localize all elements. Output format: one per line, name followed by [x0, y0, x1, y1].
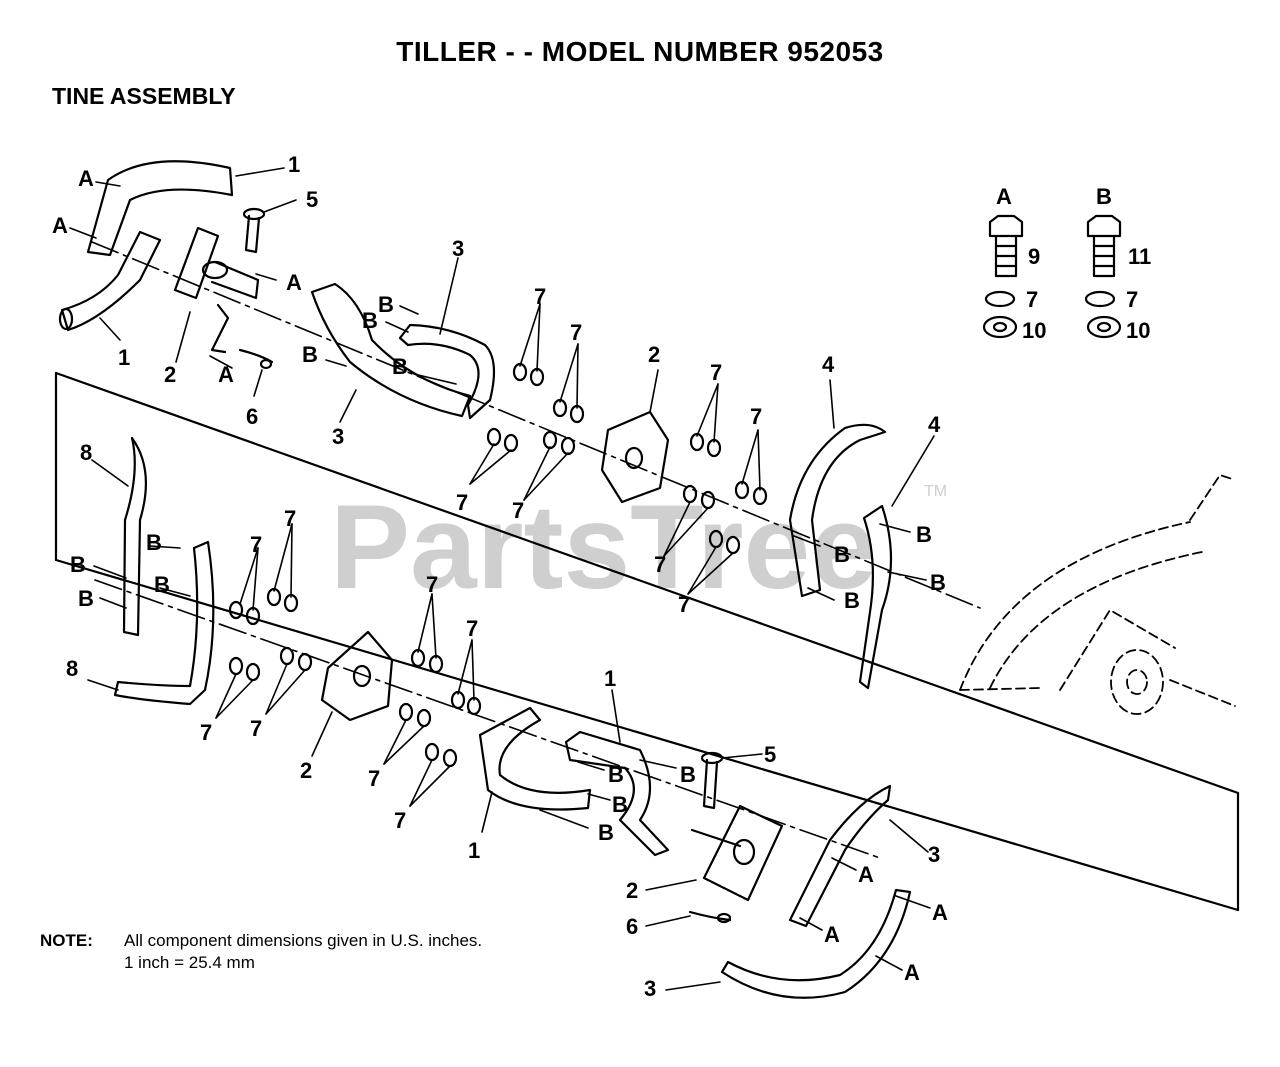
- callout-1: 1: [604, 666, 616, 691]
- callout-b: B: [598, 820, 614, 845]
- callout-7: 7: [512, 498, 524, 523]
- callout-7: 7: [466, 616, 478, 641]
- hairpin-6-lower: [688, 910, 732, 924]
- leader-lines: [87, 167, 935, 991]
- callout-2: 2: [164, 362, 176, 387]
- callout-7: 7: [284, 506, 296, 531]
- callout-a: A: [904, 960, 920, 985]
- page-title: TILLER - - MODEL NUMBER 952053: [396, 36, 884, 67]
- callout-3: 3: [928, 842, 940, 867]
- dimension-note: NOTE: All component dimensions given in U…: [40, 930, 482, 974]
- callout-6: 6: [246, 404, 258, 429]
- note-label: NOTE:: [40, 931, 93, 950]
- axis-line: [91, 241, 981, 859]
- clevis-pin-5-top-left: [242, 207, 266, 254]
- callout-2: 2: [626, 878, 638, 903]
- callout-4: 4: [822, 352, 835, 377]
- callout-7: 7: [426, 572, 438, 597]
- legend-a-washer: 7: [1026, 287, 1038, 312]
- callout-7: 7: [368, 766, 380, 791]
- callout-7: 7: [200, 720, 212, 745]
- callout-a: A: [78, 166, 94, 191]
- callout-b: B: [680, 762, 696, 787]
- callout-b: B: [70, 552, 86, 577]
- tine-part-3-lower-right: [720, 784, 912, 999]
- callout-8: 8: [66, 656, 78, 681]
- callout-a: A: [858, 862, 874, 887]
- callout-7: 7: [710, 360, 722, 385]
- callout-8: 8: [80, 440, 92, 465]
- callout-1: 1: [118, 345, 130, 370]
- callout-b: B: [78, 586, 94, 611]
- clevis-pin-5-lower: [700, 751, 724, 810]
- callout-b: B: [146, 530, 162, 555]
- callout-b: B: [362, 308, 378, 333]
- callout-a: A: [824, 922, 840, 947]
- mounting-plate-2-lower: [320, 630, 394, 722]
- callout-7: 7: [456, 490, 468, 515]
- callout-2: 2: [648, 342, 660, 367]
- legend-a-letter: A: [996, 184, 1012, 209]
- tine-part-1-lower: [478, 706, 670, 857]
- legend-b-bolt: 11: [1128, 244, 1151, 269]
- callout-7: 7: [250, 716, 262, 741]
- callout-3: 3: [644, 976, 656, 1001]
- section-title: TINE ASSEMBLY: [52, 83, 236, 109]
- callout-5: 5: [306, 187, 318, 212]
- callout-6: 6: [626, 914, 638, 939]
- callout-1: 1: [468, 838, 480, 863]
- callout-3: 3: [332, 424, 344, 449]
- note-line-1: All component dimensions given in U.S. i…: [124, 931, 483, 950]
- callout-7: 7: [534, 284, 546, 309]
- callout-b: B: [916, 522, 932, 547]
- callout-2: 2: [300, 758, 312, 783]
- callout-b: B: [834, 542, 850, 567]
- tine-part-1-top-left: [58, 160, 234, 332]
- hardware-legend: A B 9 11 7 7 10 10: [996, 184, 1151, 343]
- fastener-arrows: [69, 181, 931, 971]
- mounting-plate-2-top-left: [173, 226, 260, 354]
- callout-a: A: [286, 270, 302, 295]
- watermark-tm: TM: [924, 483, 947, 500]
- tine-part-8-left: [113, 436, 215, 706]
- tine-part-3-mid: [310, 282, 496, 420]
- shaft-housing-outline: [54, 371, 1240, 912]
- tine-part-4-right: [788, 423, 893, 690]
- callout-7: 7: [250, 532, 262, 557]
- hairpin-6-top-left: [238, 348, 274, 370]
- legend-a-nut: 10: [1022, 318, 1046, 343]
- legend-a-bolt: 9: [1028, 244, 1040, 269]
- drive-housing-right: [959, 474, 1236, 715]
- legend-hardware-b: [1084, 214, 1122, 339]
- legend-b-letter: B: [1096, 184, 1112, 209]
- callout-b: B: [844, 588, 860, 613]
- callout-b: B: [930, 570, 946, 595]
- callout-5: 5: [764, 742, 776, 767]
- callout-b: B: [302, 342, 318, 367]
- note-line-2: 1 inch = 25.4 mm: [124, 953, 255, 972]
- legend-b-washer: 7: [1126, 287, 1138, 312]
- callout-3: 3: [452, 236, 464, 261]
- callout-7: 7: [394, 808, 406, 833]
- callout-b: B: [154, 572, 170, 597]
- legend-hardware-a: [982, 214, 1024, 339]
- callout-b: B: [378, 292, 394, 317]
- callout-b: B: [392, 354, 408, 379]
- callout-b: B: [612, 792, 628, 817]
- callout-4: 4: [928, 412, 941, 437]
- callout-b: B: [608, 762, 624, 787]
- callout-7: 7: [678, 592, 690, 617]
- callout-a: A: [218, 362, 234, 387]
- callout-7: 7: [570, 320, 582, 345]
- mounting-plate-2-lower-right: [690, 804, 784, 902]
- callout-a: A: [932, 900, 948, 925]
- callout-labels: 1 5 A A A 1 2 A 6 3 B B B B 3 7 7 2 7 7 …: [52, 152, 948, 1001]
- legend-b-nut: 10: [1126, 318, 1150, 343]
- callout-7: 7: [654, 552, 666, 577]
- callout-7: 7: [750, 404, 762, 429]
- callout-a: A: [52, 213, 68, 238]
- callout-1: 1: [288, 152, 300, 177]
